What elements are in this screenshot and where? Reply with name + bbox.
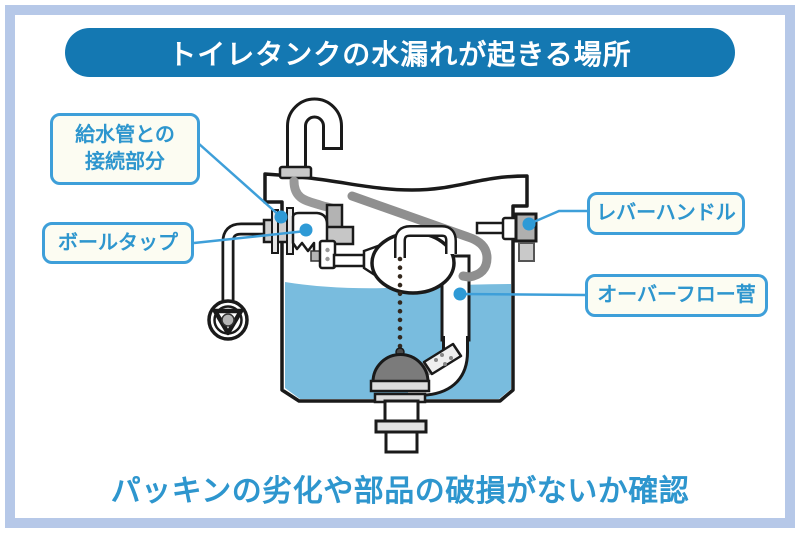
float-ball-icon [370,231,456,295]
shutoff-valve-icon [207,299,249,341]
refill-tube-icon [394,225,457,258]
supply-pipe-icon [221,222,270,302]
supply-connection-icon [262,207,294,255]
lift-chain-icon [397,256,403,349]
leader-lines [193,142,587,297]
label-lever-handle: レバーハンドル [587,192,745,235]
label-ball-tap: ボールタップ [42,222,194,264]
marker-dots [274,210,536,301]
label-overflow-pipe: オーバーフロー菅 [585,274,768,317]
faucet-icon [286,97,343,176]
page-title: トイレタンクの水漏れが起きる場所 [65,28,735,77]
bottom-caption: パッキンの劣化や部品の破損がないか確認 [110,475,690,508]
flush-lever-rod-icon [347,191,492,282]
flapper-valve-icon [369,342,463,404]
flush-valve-tailpiece-icon [374,399,428,454]
label-supply-connection: 給水管との 接続部分 [50,113,200,185]
